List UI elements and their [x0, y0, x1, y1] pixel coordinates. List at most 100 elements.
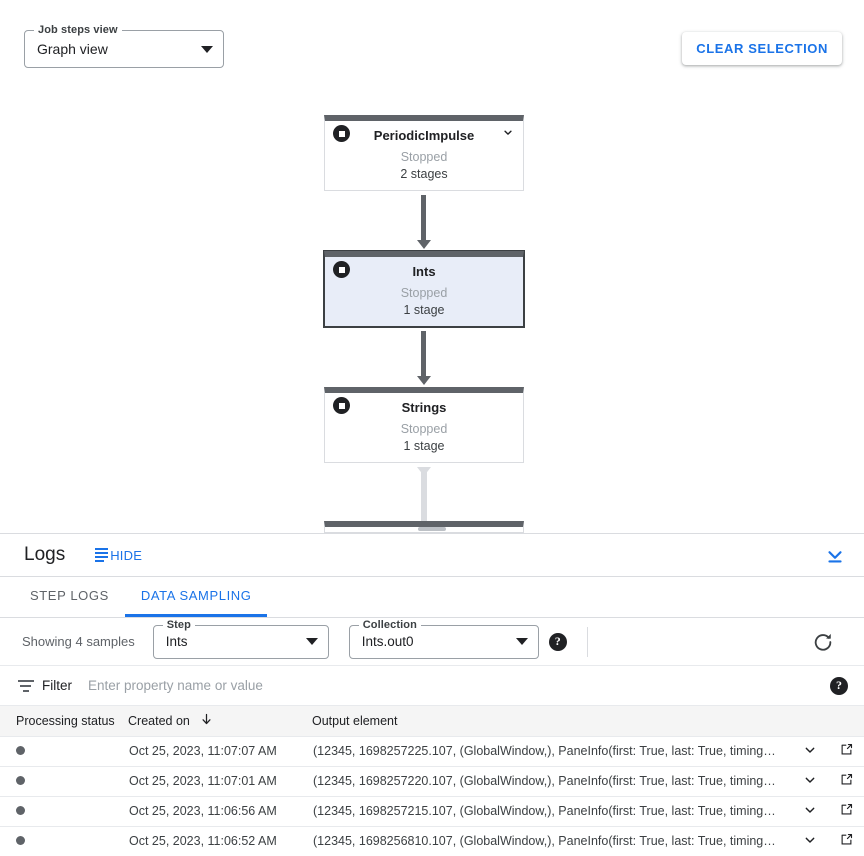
chevron-down-icon	[201, 45, 213, 53]
chevron-down-icon[interactable]	[802, 772, 818, 788]
step-select-value: Ints	[165, 633, 188, 649]
cell-processing-status	[0, 826, 128, 856]
status-dot-icon	[16, 806, 25, 815]
table-row[interactable]: Oct 25, 2023, 11:06:56 AM(12345, 1698257…	[0, 796, 864, 827]
cell-open[interactable]	[828, 736, 864, 767]
job-steps-view-label: Job steps view	[34, 24, 122, 36]
collection-help-icon[interactable]: ?	[548, 632, 567, 651]
stop-status-icon	[333, 125, 350, 142]
graph-edge-arrow	[417, 376, 431, 385]
filter-label: Filter	[42, 678, 72, 693]
node-status: Stopped	[400, 150, 448, 164]
graph-node-ints[interactable]: Ints Stopped 1 stage	[324, 251, 524, 327]
graph-edge	[421, 331, 426, 379]
cell-created-on: Oct 25, 2023, 11:06:52 AM	[128, 826, 312, 856]
filter-icon	[18, 679, 34, 693]
cell-output-element: (12345, 1698257215.107, (GlobalWindow,),…	[312, 796, 792, 827]
cell-expand[interactable]	[792, 736, 828, 767]
chevron-down-icon	[515, 638, 528, 645]
cell-open[interactable]	[828, 766, 864, 797]
table-row[interactable]: Oct 25, 2023, 11:07:01 AM(12345, 1698257…	[0, 766, 864, 797]
refresh-icon[interactable]	[812, 631, 834, 653]
hide-label: HIDE	[110, 547, 143, 563]
column-header-expand	[792, 706, 828, 737]
sort-descending-icon	[199, 712, 214, 730]
filter-help-icon[interactable]: ?	[830, 676, 848, 695]
cell-output-element: (12345, 1698257220.107, (GlobalWindow,),…	[312, 766, 792, 797]
logs-title: Logs	[24, 544, 66, 565]
panel-resize-handle[interactable]	[418, 527, 446, 531]
job-steps-view-select[interactable]: Job steps view Graph view	[24, 24, 224, 68]
open-in-new-icon[interactable]	[839, 832, 854, 847]
node-stages: 1 stage	[403, 303, 445, 317]
column-header-output-element[interactable]: Output element	[312, 706, 792, 737]
status-dot-icon	[16, 776, 25, 785]
table-row[interactable]: Oct 25, 2023, 11:06:52 AM(12345, 1698256…	[0, 826, 864, 856]
logs-tabs: STEP LOGS DATA SAMPLING	[0, 577, 864, 618]
graph-edge	[421, 468, 427, 522]
clear-selection-button[interactable]: CLEAR SELECTION	[682, 32, 842, 65]
graph-edge-arrow	[417, 240, 431, 249]
node-header: Strings	[325, 393, 523, 421]
tab-data-sampling[interactable]: DATA SAMPLING	[124, 577, 268, 617]
graph-edge	[421, 195, 426, 243]
graph-node-periodicimpulse[interactable]: PeriodicImpulse Stopped 2 stages	[324, 115, 524, 191]
open-in-new-icon[interactable]	[839, 742, 854, 757]
chevron-down-icon[interactable]	[802, 742, 818, 758]
chevron-down-icon	[305, 638, 318, 645]
open-in-new-icon[interactable]	[839, 772, 854, 787]
node-status: Stopped	[400, 422, 448, 436]
cell-processing-status	[0, 766, 128, 797]
graph-canvas[interactable]: PeriodicImpulse Stopped 2 stages Ints St…	[0, 0, 864, 533]
node-status: Stopped	[400, 286, 448, 300]
stop-status-icon	[333, 261, 350, 278]
cell-output-element: (12345, 1698256810.107, (GlobalWindow,),…	[312, 826, 792, 856]
graph-node-strings[interactable]: Strings Stopped 1 stage	[324, 387, 524, 463]
stop-status-icon	[333, 397, 350, 414]
status-dot-icon	[16, 836, 25, 845]
column-header-created-on-label: Created on	[128, 713, 190, 728]
table-header-row: Processing status Created on Output elem…	[0, 706, 864, 737]
node-stages: 2 stages	[400, 167, 448, 181]
hide-logs-button[interactable]: HIDE	[95, 548, 142, 563]
status-dot-icon	[16, 746, 25, 755]
chevron-down-icon[interactable]	[802, 802, 818, 818]
cell-processing-status	[0, 736, 128, 767]
cell-output-element: (12345, 1698257225.107, (GlobalWindow,),…	[312, 736, 792, 767]
cell-created-on: Oct 25, 2023, 11:07:07 AM	[128, 736, 312, 767]
node-title: Strings	[401, 399, 447, 415]
filter-bar: Filter ?	[0, 666, 864, 706]
cell-created-on: Oct 25, 2023, 11:07:01 AM	[128, 766, 312, 797]
cell-created-on: Oct 25, 2023, 11:06:56 AM	[128, 796, 312, 827]
node-header: PeriodicImpulse	[325, 121, 523, 149]
cell-expand[interactable]	[792, 796, 828, 827]
cell-open[interactable]	[828, 796, 864, 827]
logs-panel: Logs HIDE STEP LOGS DATA SAMPLING Showin…	[0, 533, 864, 856]
open-in-new-icon[interactable]	[839, 802, 854, 817]
collapse-panel-button[interactable]	[824, 544, 846, 568]
column-header-processing-status[interactable]: Processing status	[0, 706, 128, 737]
chevron-down-icon[interactable]	[501, 126, 515, 140]
table-head: Processing status Created on Output elem…	[0, 706, 864, 737]
column-header-created-on[interactable]: Created on	[128, 706, 312, 737]
table-row[interactable]: Oct 25, 2023, 11:07:07 AM(12345, 1698257…	[0, 736, 864, 767]
cell-expand[interactable]	[792, 766, 828, 797]
graph-edge-arrow	[417, 467, 431, 476]
table-body: Oct 25, 2023, 11:07:07 AM(12345, 1698257…	[0, 736, 864, 856]
filter-input[interactable]	[86, 677, 820, 694]
node-header: Ints	[325, 257, 523, 285]
tab-step-logs[interactable]: STEP LOGS	[30, 588, 109, 603]
cell-expand[interactable]	[792, 826, 828, 856]
step-select[interactable]: Step Ints	[152, 618, 329, 659]
collection-select[interactable]: Collection Ints.out0	[348, 618, 539, 659]
sampling-controls: Showing 4 samples Step Ints Collection I…	[0, 618, 864, 666]
chevron-down-icon[interactable]	[802, 832, 818, 848]
job-steps-view-value: Graph view	[37, 41, 108, 57]
collection-select-value: Ints.out0	[361, 633, 414, 649]
graph-pane: Job steps view Graph view CLEAR SELECTIO…	[0, 0, 864, 533]
node-title: PeriodicImpulse	[373, 127, 475, 143]
cell-open[interactable]	[828, 826, 864, 856]
node-stages: 1 stage	[403, 439, 445, 453]
samples-table: Processing status Created on Output elem…	[0, 706, 864, 856]
